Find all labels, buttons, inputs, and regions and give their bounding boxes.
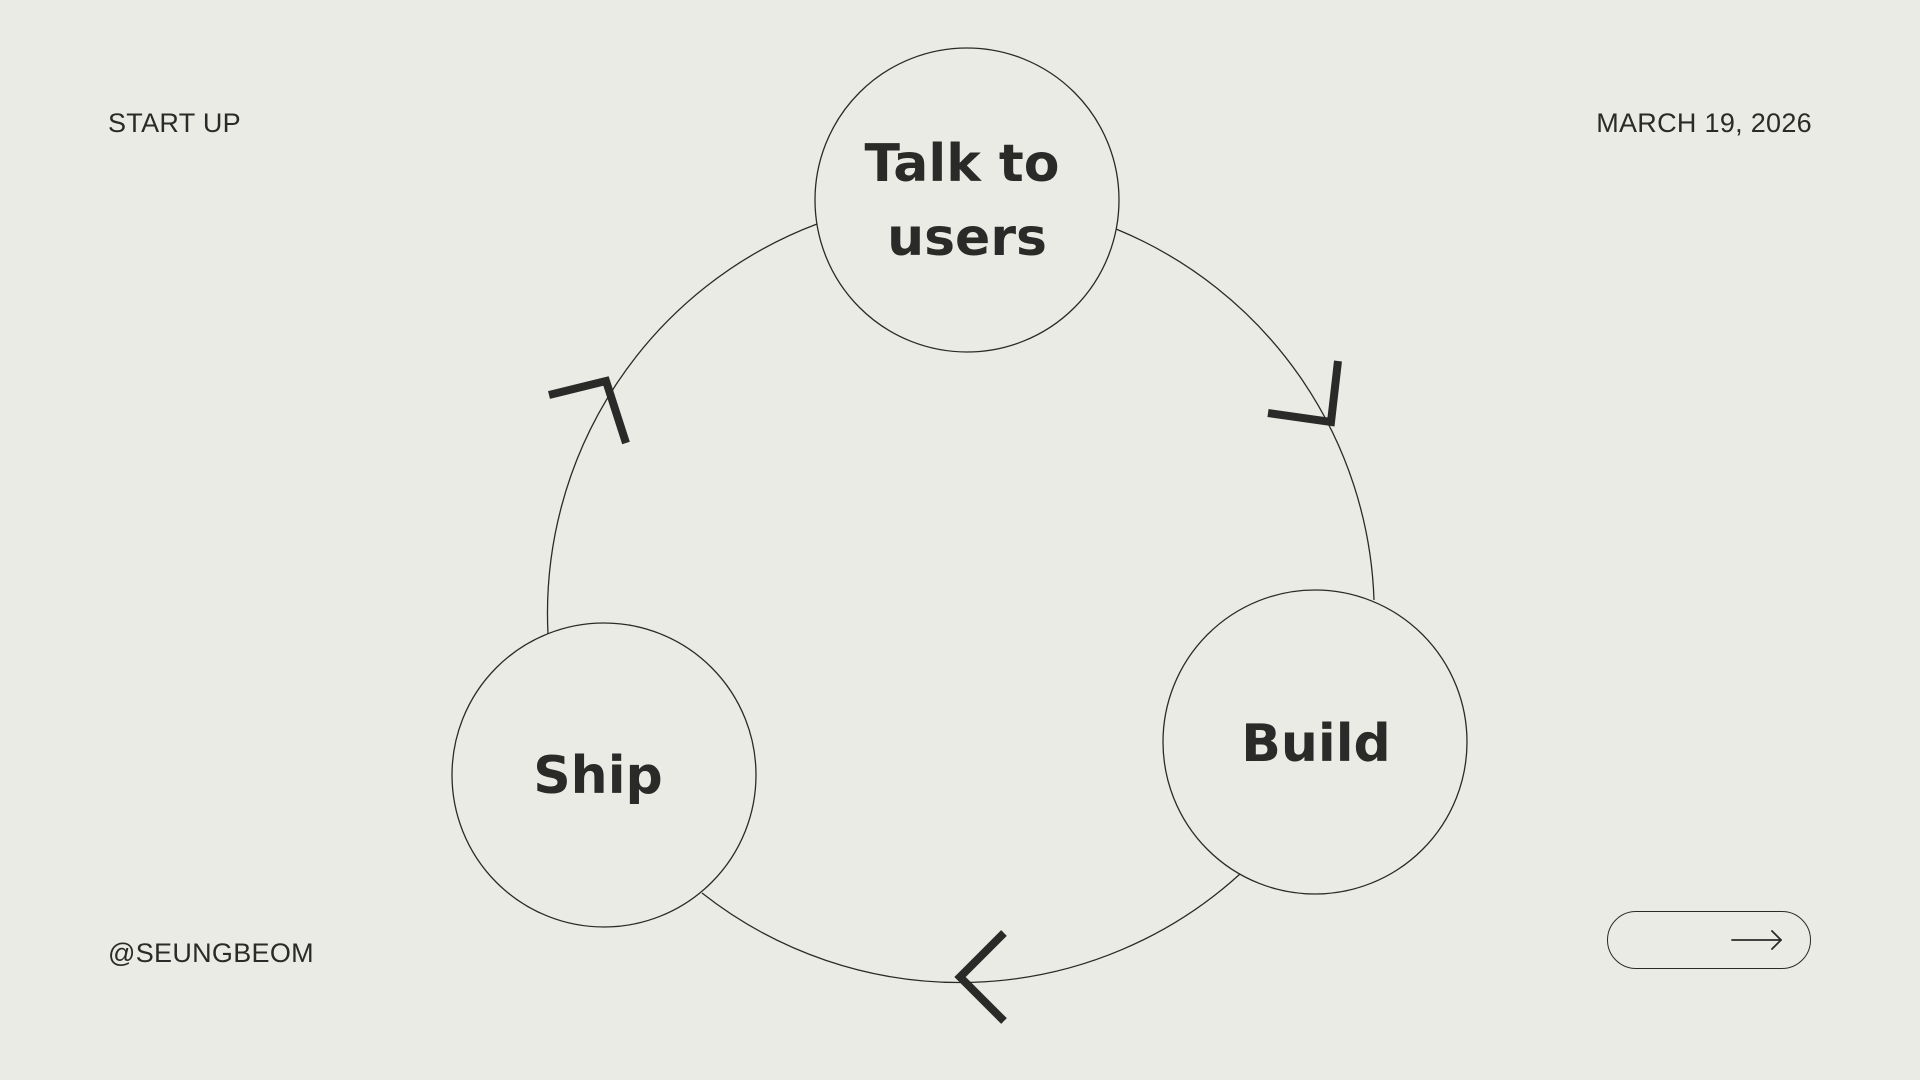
chevron-icon — [954, 930, 1007, 1024]
arrow-right-icon — [1731, 930, 1782, 950]
cycle-arc-ship-to-users — [546, 223, 818, 635]
node-ship-circle — [451, 622, 757, 928]
next-button[interactable] — [1607, 911, 1811, 969]
node-build-circle — [1162, 589, 1468, 895]
brand-label: START UP — [108, 108, 241, 138]
author-handle: @SEUNGBEOM — [108, 938, 314, 968]
cycle-arc-build-to-ship — [701, 873, 1241, 984]
node-talk-to-users-circle — [814, 47, 1120, 353]
node-ship-label: Ship — [533, 746, 663, 806]
date-label: MARCH 19, 2026 — [1596, 108, 1812, 138]
chevron-icon — [1267, 360, 1342, 427]
node-talk-to-users-label-line2: users — [887, 208, 1047, 268]
cycle-arc-users-to-build — [1115, 228, 1375, 601]
chevron-icon — [548, 376, 630, 445]
node-build-label: Build — [1241, 714, 1391, 774]
node-talk-to-users-label-line1: Talk to — [865, 134, 1060, 194]
